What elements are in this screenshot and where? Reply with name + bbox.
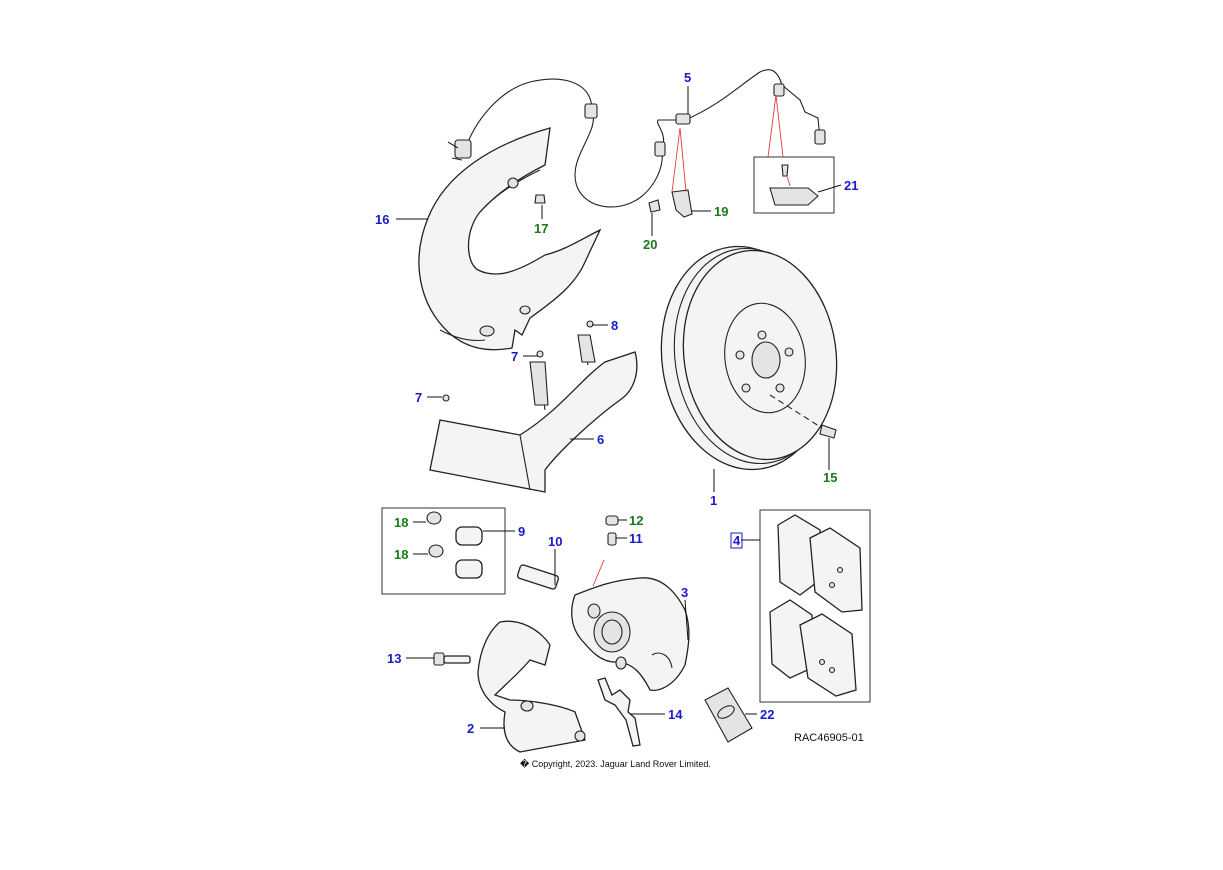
callout-19[interactable]: 19	[714, 204, 728, 219]
fastener-17	[534, 194, 546, 204]
hose-bracket	[597, 677, 641, 747]
callout-22[interactable]: 22	[760, 707, 774, 722]
callout-12[interactable]: 12	[629, 513, 643, 528]
callout-13[interactable]: 13	[387, 651, 401, 666]
callout-3[interactable]: 3	[681, 585, 688, 600]
callout-7-lower[interactable]: 7	[415, 390, 422, 405]
callout-14[interactable]: 14	[668, 707, 683, 722]
guide-pin-kit	[426, 511, 483, 579]
guide-pin	[516, 564, 560, 590]
retaining-clip	[769, 164, 819, 206]
callout-20[interactable]: 20	[643, 237, 657, 252]
brake-caliper	[571, 577, 690, 691]
callout-1[interactable]: 1	[710, 493, 717, 508]
callout-21[interactable]: 21	[844, 178, 858, 193]
leader-lines	[396, 86, 842, 729]
brake-disc	[660, 245, 838, 471]
pad-wear-warning-label	[704, 687, 753, 743]
callout-9[interactable]: 9	[518, 524, 525, 539]
callout-4[interactable]: 4	[733, 533, 741, 548]
callout-10[interactable]: 10	[548, 534, 562, 549]
callout-18-lower[interactable]: 18	[394, 547, 408, 562]
callout-5[interactable]: 5	[684, 70, 691, 85]
callout-4-box	[730, 532, 743, 549]
caliper-carrier	[477, 620, 586, 753]
callout-11[interactable]: 11	[629, 531, 643, 546]
callout-16[interactable]: 16	[375, 212, 389, 227]
callout-8[interactable]: 8	[611, 318, 618, 333]
sensor-clip	[648, 189, 693, 218]
bleed-screw	[605, 515, 619, 546]
brake-pad-kit-box	[759, 509, 871, 703]
drawing-reference: RAC46905-01	[794, 732, 864, 744]
callout-17[interactable]: 17	[534, 221, 548, 236]
callout-2[interactable]: 2	[467, 721, 474, 736]
brake-pads	[769, 514, 863, 697]
air-deflector	[429, 320, 638, 493]
callout-18-upper[interactable]: 18	[394, 515, 408, 530]
carrier-bolt	[433, 652, 471, 666]
callout-6[interactable]: 6	[597, 432, 604, 447]
callout-15[interactable]: 15	[823, 470, 837, 485]
copyright-notice: � Copyright, 2023. Jaguar Land Rover Lim…	[520, 758, 711, 769]
brake-wear-sensor-cable	[447, 69, 826, 208]
splash-shield	[418, 127, 602, 351]
guide-pin-kit-box	[381, 507, 506, 595]
callout-7-upper[interactable]: 7	[511, 349, 518, 364]
callout-labels: 16 17 5 8 7 7 6 1 15 19 20 21 9 18 18 10…	[375, 70, 858, 736]
clip-detail-box	[753, 156, 835, 214]
